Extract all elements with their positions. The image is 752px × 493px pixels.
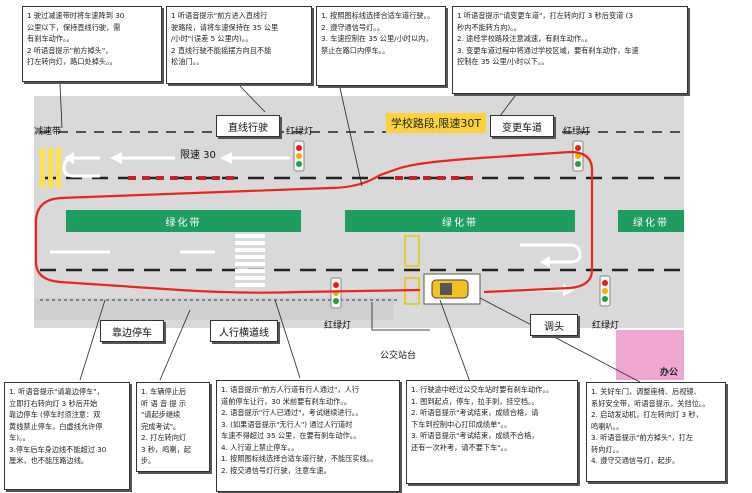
speed-bump-a bbox=[40, 148, 45, 188]
speed-limit-label: 限速 30 bbox=[180, 150, 216, 161]
traffic-light-label-4: 红绿灯 bbox=[592, 321, 620, 331]
note-lane-follow: 1. 按照图标线选择合适车道行驶。。2. 遵守通信号灯。。3. 车速控制在 35… bbox=[316, 6, 446, 86]
traffic-light-label-3: 红绿灯 bbox=[324, 321, 352, 331]
traffic-light-label-1: 红绿灯 bbox=[286, 127, 314, 137]
traffic-light-3 bbox=[330, 277, 342, 309]
green-belt-label-1: 绿化带 bbox=[66, 210, 301, 232]
office-label: 办公 bbox=[660, 368, 679, 378]
u-turn-arrow-right bbox=[520, 243, 582, 264]
traffic-light-2 bbox=[572, 140, 584, 172]
roadside-strip bbox=[34, 298, 394, 320]
green-belt-label-3: 绿化带 bbox=[618, 210, 684, 232]
u-turn-label: 调头 bbox=[530, 314, 578, 336]
no-stop-box-1 bbox=[404, 235, 420, 267]
school-zone-banner: 学校路段,限速30T bbox=[386, 113, 486, 133]
crosswalk bbox=[235, 234, 265, 287]
crosswalk-label: 人行横道线 bbox=[210, 320, 278, 342]
note-crosswalk: 1. 语音提示"前方人行道有行人通过"，人行道前停车让行，30 米前要有刹车动作… bbox=[216, 380, 400, 492]
office-block bbox=[616, 330, 684, 380]
bus-stop-label: 公交站台 bbox=[380, 351, 417, 361]
traffic-light-4 bbox=[599, 275, 611, 307]
traffic-light-1 bbox=[293, 140, 305, 172]
note-start: 1. 关好车门，调整座椅、后视镜、系好安全带，听语音提示，关挡位。。2. 启动发… bbox=[586, 382, 726, 482]
speed-bump-c bbox=[56, 148, 61, 188]
straight-driving-label: 直线行驶 bbox=[216, 115, 280, 137]
pull-over-label: 靠边停车 bbox=[100, 320, 164, 342]
speed-bump-label: 减速带 bbox=[34, 127, 62, 137]
bus-stop-outline bbox=[371, 302, 430, 331]
note-straight-driving: 1 听语音提示"前方进入直线行驶路段，请将车速保持在 35 公里/小时"(误差 … bbox=[166, 6, 312, 84]
note-bus-stop-finish: 1. 行驶途中经过公交车站时要有刹车动作。。1. 图到起点，停车，拉手刹，挂空档… bbox=[406, 380, 578, 484]
arrow-head-1 bbox=[64, 152, 74, 164]
route-path bbox=[34, 150, 594, 294]
car-icon bbox=[423, 273, 481, 305]
green-belt-label-2: 绿化带 bbox=[345, 210, 575, 232]
lane-change-label: 变更车道 bbox=[490, 115, 554, 137]
traffic-light-label-2: 红绿灯 bbox=[563, 127, 591, 137]
note-pull-over: 1. 听语音提示"请靠边停车"，立即打右转向灯 3 秒后开始靠边停车 (停车时须… bbox=[4, 382, 130, 490]
speed-bump-b bbox=[48, 148, 53, 188]
